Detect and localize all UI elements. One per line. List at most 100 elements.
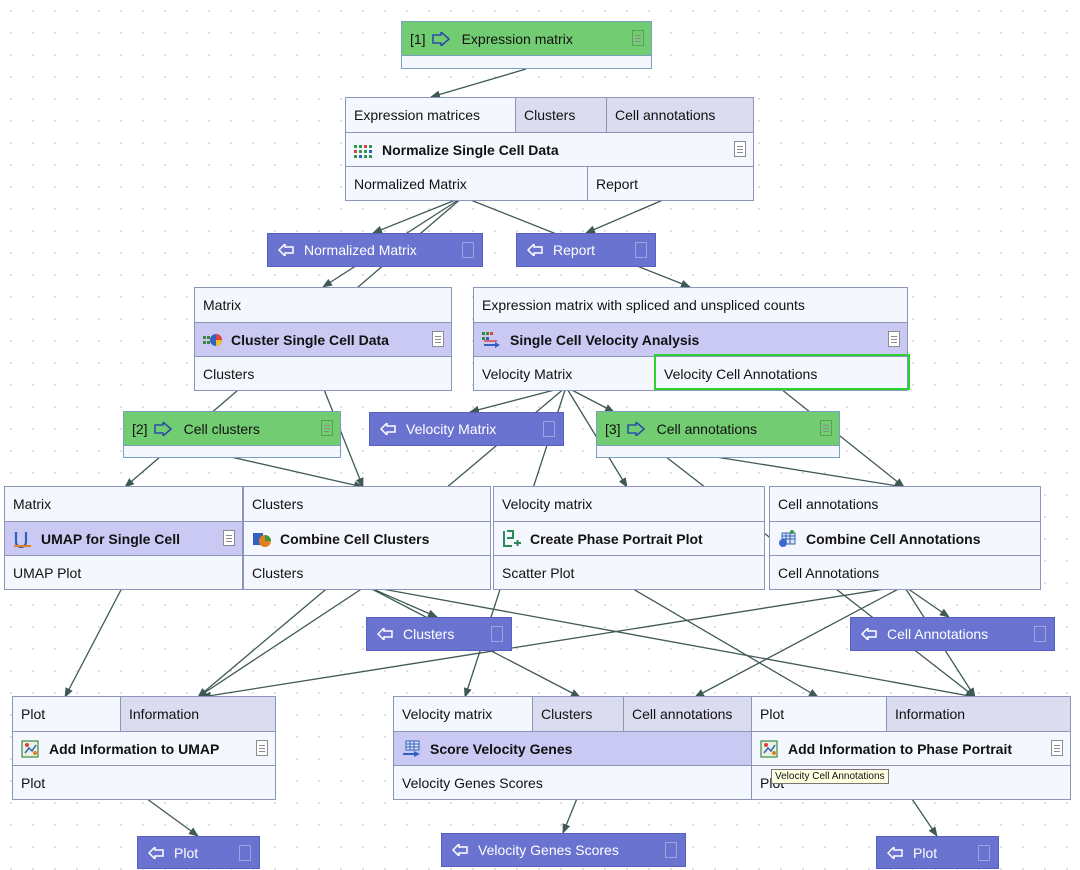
input-arrow-icon [626, 419, 645, 438]
document-icon[interactable] [1051, 740, 1063, 756]
output-port-clusters[interactable]: Clusters [195, 357, 451, 390]
output-arrow-icon [377, 628, 393, 640]
node-combine-cell-clusters[interactable]: Clusters Combine Cell Clusters Clusters [243, 486, 491, 590]
output-port-velocity-cell-annotations[interactable]: Velocity Cell Annotations [656, 357, 907, 390]
phase-portrait-icon [502, 529, 522, 548]
document-icon[interactable] [321, 420, 333, 436]
node-single-cell-velocity-analysis[interactable]: Expression matrix with spliced and unspl… [473, 287, 908, 391]
document-icon[interactable] [888, 331, 900, 347]
output-port-umap-plot[interactable]: UMAP Plot [5, 556, 242, 589]
node-title: Cluster Single Cell Data [231, 331, 389, 348]
output-label: Normalized Matrix [304, 242, 417, 258]
document-icon [239, 845, 251, 861]
input-arrow-icon [431, 29, 450, 48]
input-port-information[interactable]: Information [121, 697, 275, 731]
node-add-information-to-phase-portrait[interactable]: Plot Information Add Information to Phas… [751, 696, 1071, 800]
document-icon [462, 242, 474, 258]
node-normalize-single-cell-data[interactable]: Expression matrices Clusters Cell annota… [345, 97, 754, 201]
input-port-matrix[interactable]: Matrix [5, 487, 242, 521]
output-cell-annotations[interactable]: Cell Annotations [850, 617, 1055, 651]
normalize-icon [354, 141, 374, 159]
node-title: UMAP for Single Cell [41, 530, 180, 547]
output-port-scatter-plot[interactable]: Scatter Plot [494, 556, 764, 589]
input-expression-matrix[interactable]: [1] Expression matrix [401, 21, 652, 69]
output-label: Plot [913, 844, 938, 861]
output-label: Plot [174, 844, 199, 861]
input-port-velocity-matrix[interactable]: Velocity matrix [494, 487, 764, 521]
document-icon [491, 626, 503, 642]
node-title: Add Information to Phase Portrait [788, 740, 1013, 757]
output-port-velocity-genes-scores[interactable]: Velocity Genes Scores [394, 766, 758, 799]
output-label: Clusters [403, 626, 455, 642]
node-score-velocity-genes[interactable]: Velocity matrix Clusters Cell annotation… [393, 696, 759, 800]
input-port-plot[interactable]: Plot [13, 697, 121, 731]
input-label: Cell annotations [656, 420, 757, 437]
document-icon[interactable] [223, 530, 235, 546]
input-port-plot[interactable]: Plot [752, 697, 887, 731]
umap-icon [13, 530, 33, 548]
output-port-normalized-matrix[interactable]: Normalized Matrix [346, 167, 588, 200]
node-cluster-single-cell-data[interactable]: Matrix Cluster Single Cell Data Clusters [194, 287, 452, 391]
output-normalized-matrix[interactable]: Normalized Matrix [267, 233, 483, 267]
output-velocity-matrix[interactable]: Velocity Matrix [369, 412, 564, 446]
input-port-clusters[interactable]: Clusters [516, 98, 607, 132]
input-cell-clusters[interactable]: [2] Cell clusters [123, 411, 341, 458]
document-icon [543, 421, 555, 437]
output-port-clusters[interactable]: Clusters [244, 556, 490, 589]
document-icon [635, 242, 647, 258]
input-port-clusters[interactable]: Clusters [244, 487, 490, 521]
document-icon[interactable] [734, 141, 746, 157]
tooltip: Velocity Cell Annotations [771, 769, 889, 784]
output-plot-phase[interactable]: Plot [876, 836, 999, 869]
node-combine-cell-annotations[interactable]: Cell annotations Combine Cell Annotation… [769, 486, 1041, 590]
input-port-expression-matrix-spliced[interactable]: Expression matrix with spliced and unspl… [474, 288, 907, 322]
node-title: Create Phase Portrait Plot [530, 530, 703, 547]
node-title: Add Information to UMAP [49, 740, 220, 757]
node-title: Combine Cell Clusters [280, 530, 430, 547]
document-icon [1034, 626, 1046, 642]
input-index: [2] [132, 420, 148, 437]
input-port-velocity-matrix[interactable]: Velocity matrix [394, 697, 533, 731]
document-icon [665, 842, 677, 858]
output-arrow-icon [452, 844, 468, 856]
input-port-cell-annotations[interactable]: Cell annotations [770, 487, 1040, 521]
output-report[interactable]: Report [516, 233, 656, 267]
output-velocity-genes-scores[interactable]: Velocity Genes Scores [441, 833, 686, 867]
output-arrow-icon [527, 244, 543, 256]
node-title: Single Cell Velocity Analysis [510, 331, 700, 348]
input-port-cell-annotations[interactable]: Cell annotations [624, 697, 758, 731]
input-port-expression-matrices[interactable]: Expression matrices [346, 98, 516, 132]
output-arrow-icon [278, 244, 294, 256]
document-icon[interactable] [256, 740, 268, 756]
node-create-phase-portrait-plot[interactable]: Velocity matrix Create Phase Portrait Pl… [493, 486, 765, 590]
output-clusters[interactable]: Clusters [366, 617, 512, 651]
input-port-clusters[interactable]: Clusters [533, 697, 624, 731]
output-port-report[interactable]: Report [588, 167, 753, 200]
combine-clusters-icon [252, 530, 272, 548]
add-information-icon [21, 739, 41, 758]
output-label: Velocity Matrix [406, 421, 497, 437]
input-port-information[interactable]: Information [887, 697, 1070, 731]
document-icon[interactable] [432, 331, 444, 347]
velocity-icon [482, 331, 502, 349]
output-port-cell-annotations[interactable]: Cell Annotations [770, 556, 1040, 589]
output-port-plot[interactable]: Plot [13, 766, 275, 799]
input-label: Expression matrix [461, 30, 573, 47]
node-umap-for-single-cell[interactable]: Matrix UMAP for Single Cell UMAP Plot [4, 486, 243, 590]
input-port-cell-annotations[interactable]: Cell annotations [607, 98, 753, 132]
output-port-velocity-matrix[interactable]: Velocity Matrix [474, 357, 656, 390]
node-add-information-to-umap[interactable]: Plot Information Add Information to UMAP… [12, 696, 276, 800]
document-icon[interactable] [632, 30, 644, 46]
output-plot-umap[interactable]: Plot [137, 836, 260, 869]
document-icon[interactable] [820, 420, 832, 436]
document-icon [978, 845, 990, 861]
output-label: Cell Annotations [887, 626, 989, 642]
output-label: Velocity Genes Scores [478, 842, 619, 858]
input-cell-annotations[interactable]: [3] Cell annotations [596, 411, 840, 458]
input-index: [1] [410, 30, 426, 47]
input-port-matrix[interactable]: Matrix [195, 288, 451, 322]
combine-annotations-icon [778, 529, 798, 548]
output-arrow-icon [380, 423, 396, 435]
input-label: Cell clusters [183, 420, 260, 437]
output-arrow-icon [148, 846, 164, 859]
